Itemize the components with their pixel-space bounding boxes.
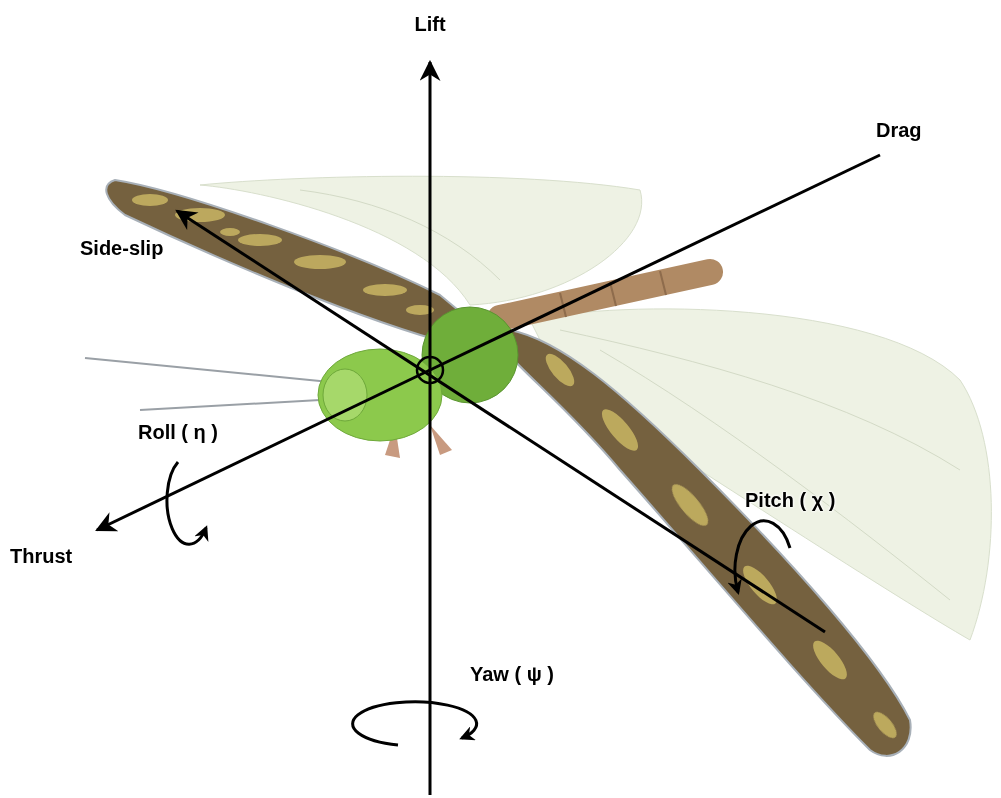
eye xyxy=(323,369,367,421)
axis-label: Drag xyxy=(876,118,922,142)
side-slip-axis xyxy=(177,211,825,632)
pitch-rotation xyxy=(735,521,790,592)
fore-wing xyxy=(106,180,470,345)
antenna xyxy=(140,400,320,410)
axis-label: Side-slip xyxy=(80,236,163,260)
axis-label: Roll ( η ) xyxy=(138,420,218,444)
abdomen xyxy=(500,272,710,318)
axis-label: Lift xyxy=(414,12,445,36)
leg xyxy=(430,425,452,455)
fore-wing xyxy=(505,330,911,756)
origin-symbol xyxy=(417,357,443,383)
lift-axis xyxy=(429,62,432,795)
yaw-rotation xyxy=(353,702,477,745)
axis-label: Yaw ( ψ ) xyxy=(470,662,554,686)
axis-label: Pitch ( χ ) xyxy=(745,488,835,512)
axis-label: Thrust xyxy=(10,544,72,568)
drag-axis xyxy=(430,155,880,370)
thrust-axis xyxy=(97,370,430,530)
roll-rotation xyxy=(167,462,206,544)
antenna xyxy=(85,358,330,382)
